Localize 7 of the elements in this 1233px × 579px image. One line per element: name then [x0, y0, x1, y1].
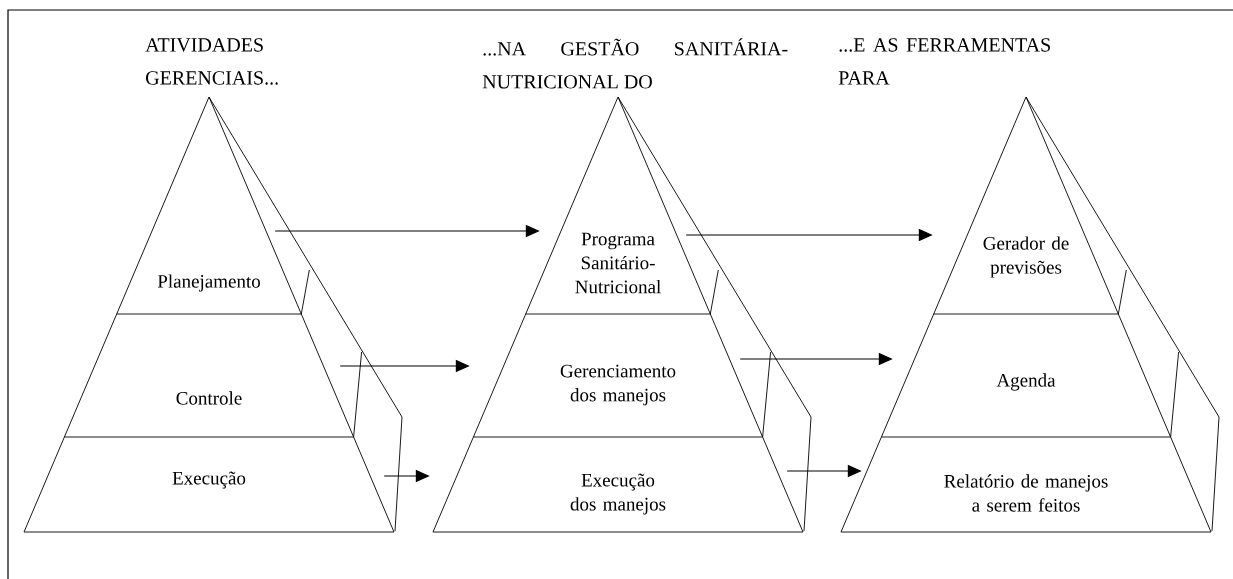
pyramid-tier: Execução dos manejos — [432, 416, 812, 533]
pyramid-tier: Planejamento — [116, 96, 314, 315]
heading: ...E AS FERRAMENTAS PARA — [838, 38, 1050, 85]
pyramid-tier: Programa Sanitário-Nutricional — [525, 96, 723, 315]
pyramid-tier: Execução — [23, 416, 403, 533]
pyramid-tier: Gerador de previsões — [933, 96, 1131, 315]
pyramid-tier: Relatório de manejos a serem feitos — [840, 416, 1220, 533]
